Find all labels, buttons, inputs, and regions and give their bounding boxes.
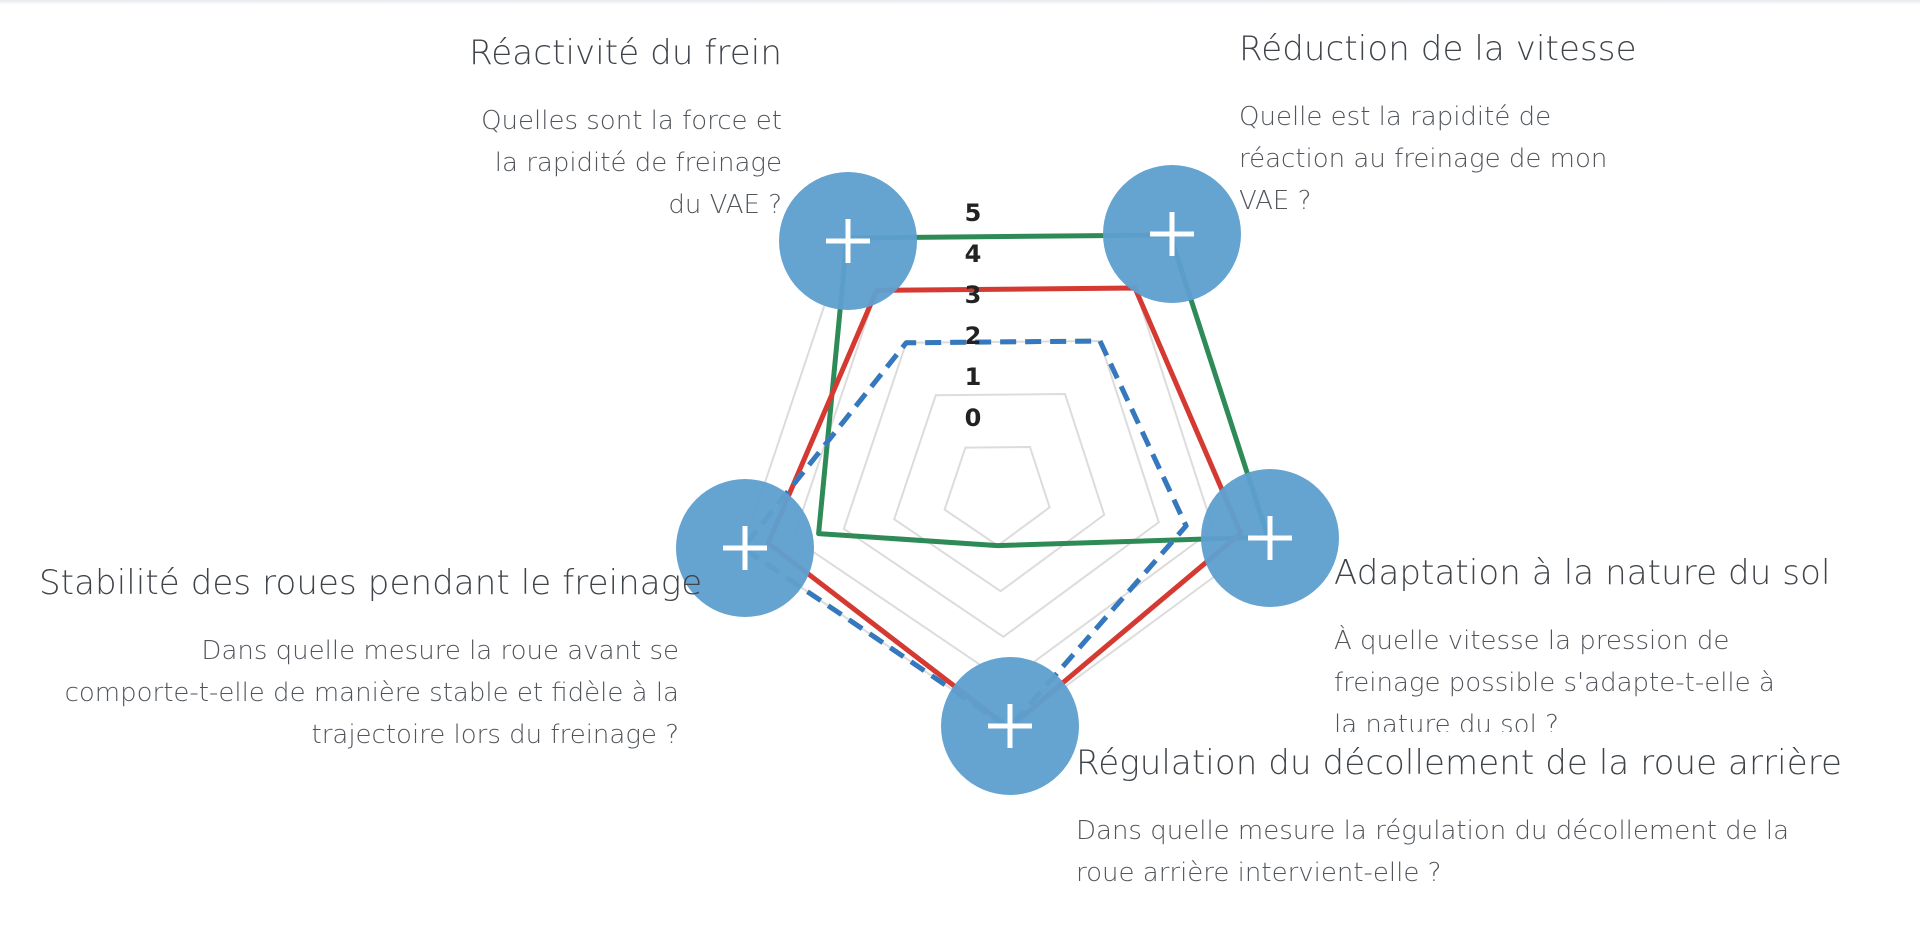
radar-scale-labels: 0 1 2 3 4 5 [965, 199, 982, 432]
annotation-title: Stabilité des roues pendant le freinage [39, 563, 703, 603]
annotation-title: Réactivité du frein [469, 33, 782, 73]
axis-marker-button[interactable] [941, 657, 1079, 795]
annotation-adaptation: Adaptation à la nature du sol À quelle v… [1334, 552, 1834, 732]
axis-marker-button[interactable] [1201, 469, 1339, 607]
annotation-title: Réduction de la vitesse [1239, 29, 1637, 69]
annotation-stabilite: Stabilité des roues pendant le freinage … [39, 562, 703, 756]
annotation-reduction: Réduction de la vitesse Quelle est la ra… [1239, 28, 1759, 222]
scale-label: 3 [965, 281, 982, 309]
axis-marker-button[interactable] [1103, 165, 1241, 303]
grid-ring [943, 445, 1051, 547]
annotation-title: Régulation du décollement de la roue arr… [1076, 743, 1843, 783]
scale-label: 2 [965, 322, 982, 350]
grid-ring [893, 392, 1106, 593]
scale-label: 1 [965, 363, 982, 391]
scale-label: 4 [965, 240, 982, 268]
annotation-reactivite: Réactivité du frein Quelles sont la forc… [262, 32, 782, 226]
top-rule [0, 0, 1920, 5]
scale-label: 5 [965, 199, 982, 227]
annotation-regulation: Régulation du décollement de la roue arr… [1076, 742, 1843, 894]
annotation-question: Dans quelle mesure la régulation du déco… [1076, 816, 1790, 888]
radar-series [740, 232, 1271, 731]
series-line [740, 338, 1189, 731]
annotation-question: Dans quelle mesure la roue avant se comp… [64, 636, 679, 750]
grid-ring [842, 339, 1160, 639]
scale-label: 0 [965, 404, 982, 432]
radar-axis-markers [676, 165, 1339, 795]
annotation-question: Quelles sont la force et la rapidité de … [481, 106, 782, 220]
annotation-question: Quelle est la rapidité de réaction au fr… [1239, 102, 1608, 216]
axis-marker-button[interactable] [676, 479, 814, 617]
annotation-question: À quelle vitesse la pression de freinage… [1334, 626, 1775, 732]
annotation-title: Adaptation à la nature du sol [1334, 553, 1831, 593]
axis-marker-button[interactable] [779, 172, 917, 310]
